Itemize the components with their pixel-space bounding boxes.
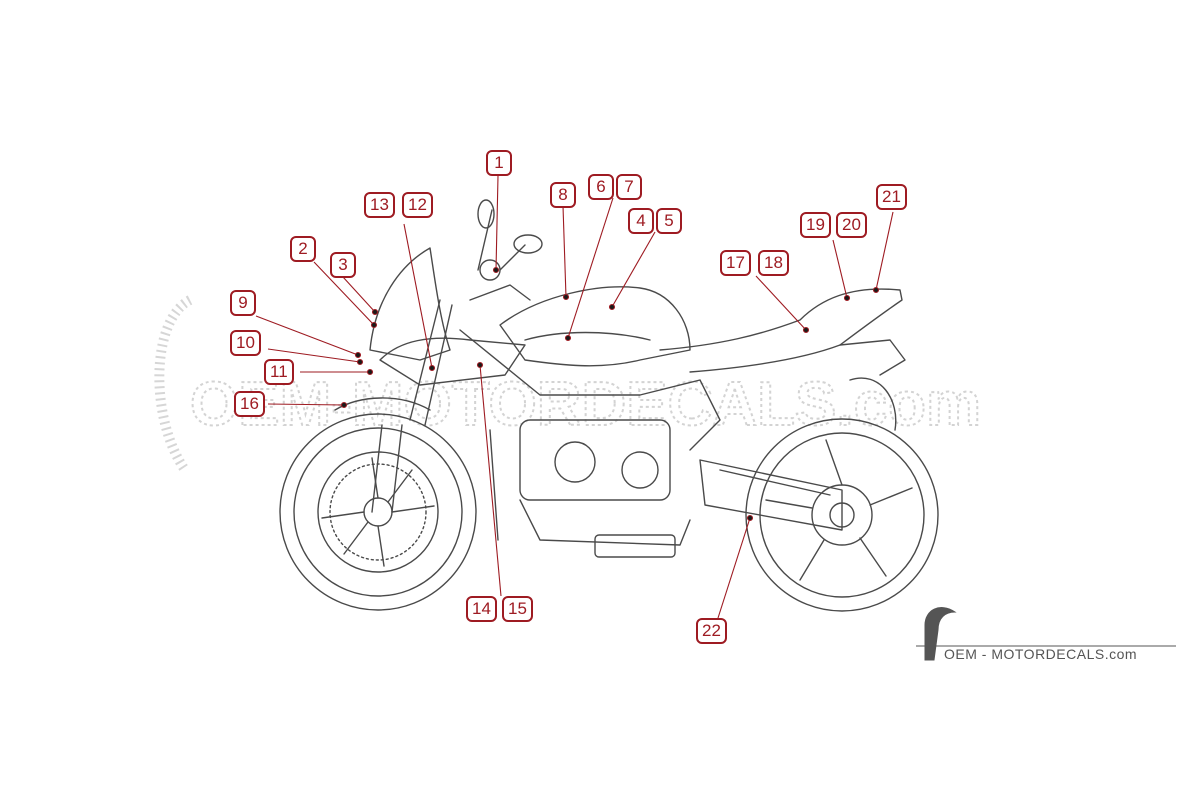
callout-4: 4 <box>628 208 654 234</box>
callout-16: 16 <box>234 391 265 417</box>
callout-11: 11 <box>264 359 294 385</box>
callout-7: 7 <box>616 174 642 200</box>
callout-13: 13 <box>364 192 395 218</box>
callout-12: 12 <box>402 192 433 218</box>
seat-tail <box>659 288 906 376</box>
callout-8: 8 <box>550 182 576 208</box>
swingarm <box>699 459 843 531</box>
callout-15: 15 <box>502 596 533 622</box>
callout-6: 6 <box>588 174 614 200</box>
brand-text: OEM - MOTORDECALS.com <box>944 646 1138 662</box>
rear-hugger <box>849 377 897 431</box>
callout-17: 17 <box>720 250 751 276</box>
front-fairing <box>369 247 526 386</box>
callout-19: 19 <box>800 212 831 238</box>
callout-20: 20 <box>836 212 867 238</box>
callout-3: 3 <box>330 252 356 278</box>
callout-18: 18 <box>758 250 789 276</box>
callout-10: 10 <box>230 330 261 356</box>
front-wheel <box>279 413 477 611</box>
callout-21: 21 <box>876 184 907 210</box>
handlebar <box>469 199 543 301</box>
callout-2: 2 <box>290 236 316 262</box>
callout-22: 22 <box>696 618 727 644</box>
leader-lines <box>255 175 894 619</box>
frame-engine <box>459 329 721 558</box>
callout-14: 14 <box>466 596 497 622</box>
watermark: OEM-MOTORDECALS.com <box>154 295 982 473</box>
callout-1: 1 <box>486 150 512 176</box>
callout-5: 5 <box>656 208 682 234</box>
toucan-logo-icon <box>916 607 1176 661</box>
callout-9: 9 <box>230 290 256 316</box>
